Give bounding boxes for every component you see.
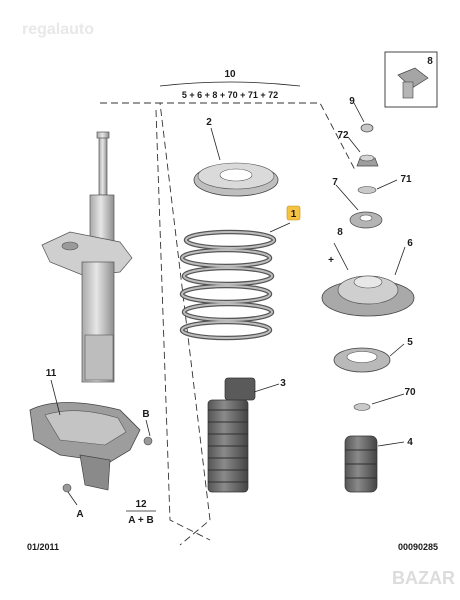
bolt-box <box>384 51 438 108</box>
label-part-A: A <box>76 509 83 520</box>
dashed-outline-inner <box>155 109 211 541</box>
washer-70 <box>353 403 371 411</box>
label-part-5: 5 <box>407 337 413 348</box>
label-part-8-box: 8 <box>427 56 433 67</box>
washer-71 <box>357 186 377 194</box>
group-number: 10 <box>224 69 236 80</box>
bump-stop-4 <box>344 435 378 493</box>
label-part-6: 6 <box>407 238 413 249</box>
nut-cap-9 <box>360 123 374 133</box>
bearing-5 <box>333 347 391 373</box>
plus-marker: + <box>328 255 334 266</box>
lower-bracket <box>29 402 153 493</box>
label-part-70: 70 <box>404 387 416 398</box>
combo-formula: A + B <box>128 515 153 526</box>
combo-number: 12 <box>135 499 147 510</box>
label-part-71: 71 <box>400 174 412 185</box>
watermark-top: regalauto <box>22 21 94 38</box>
coil-spring-highlight <box>181 231 275 339</box>
label-part-B: B <box>142 409 149 420</box>
label-part-1: 1 <box>291 209 297 220</box>
dust-boot <box>207 377 256 493</box>
highlight-badge <box>286 205 301 221</box>
nut-72 <box>356 154 379 167</box>
leader-lines <box>50 102 406 506</box>
upper-spring-seat <box>193 162 279 197</box>
label-part-72: 72 <box>337 130 349 141</box>
label-part-3: 3 <box>280 378 286 389</box>
watermark-bottom: BAZAR <box>392 568 455 588</box>
label-part-8: 8 <box>337 227 343 238</box>
group-formula: 5 + 6 + 8 + 70 + 71 + 72 <box>182 90 278 100</box>
footer-date: 01/2011 <box>27 542 59 552</box>
label-part-4: 4 <box>407 437 413 448</box>
label-part-2: 2 <box>206 117 212 128</box>
mount-6 <box>321 275 415 317</box>
dashed-outline-right <box>156 102 356 171</box>
label-part-9: 9 <box>349 96 355 107</box>
footer-ref: 00090285 <box>398 542 438 552</box>
label-part-7: 7 <box>332 177 338 188</box>
shock-absorber-strut <box>41 131 133 383</box>
group-10-label: 10 5 + 6 + 8 + 70 + 71 + 72 <box>159 69 301 100</box>
label-part-11: 11 <box>46 368 57 379</box>
combo-12-label: 12 A + B <box>126 499 156 526</box>
cup-7 <box>349 211 383 229</box>
